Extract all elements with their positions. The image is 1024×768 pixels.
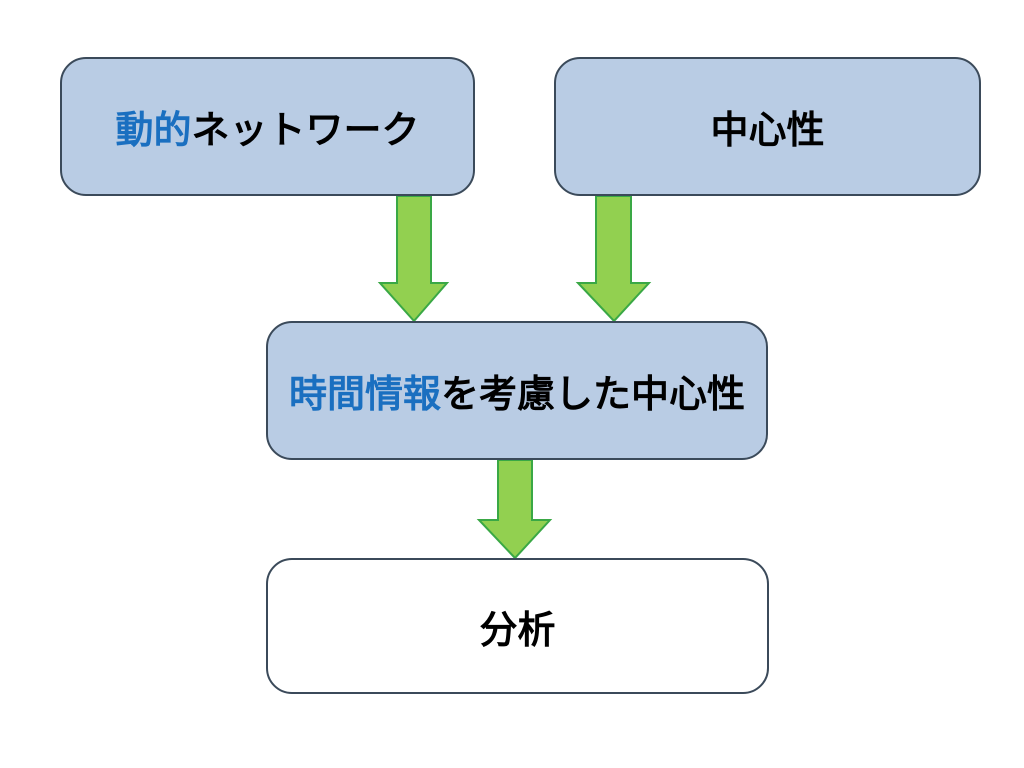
node-centrality: 中心性 (554, 57, 981, 196)
node-temporal-centrality-label: を考慮した中心性 (441, 372, 746, 416)
node-analysis: 分析 (266, 558, 769, 694)
arrow-dynamic-to-temporal (377, 195, 450, 323)
node-dynamic-network-label: ネットワーク (191, 108, 420, 152)
arrow-temporal-to-analysis (476, 459, 553, 560)
arrow-centrality-to-temporal (575, 195, 652, 323)
node-temporal-centrality-highlight: 時間情報 (288, 372, 441, 416)
node-dynamic-network: 動的ネットワーク (60, 57, 475, 196)
node-temporal-centrality: 時間情報を考慮した中心性 (266, 321, 768, 460)
node-dynamic-network-highlight: 動的 (115, 108, 192, 152)
node-centrality-label: 中心性 (710, 108, 825, 152)
node-analysis-label: 分析 (479, 607, 556, 652)
